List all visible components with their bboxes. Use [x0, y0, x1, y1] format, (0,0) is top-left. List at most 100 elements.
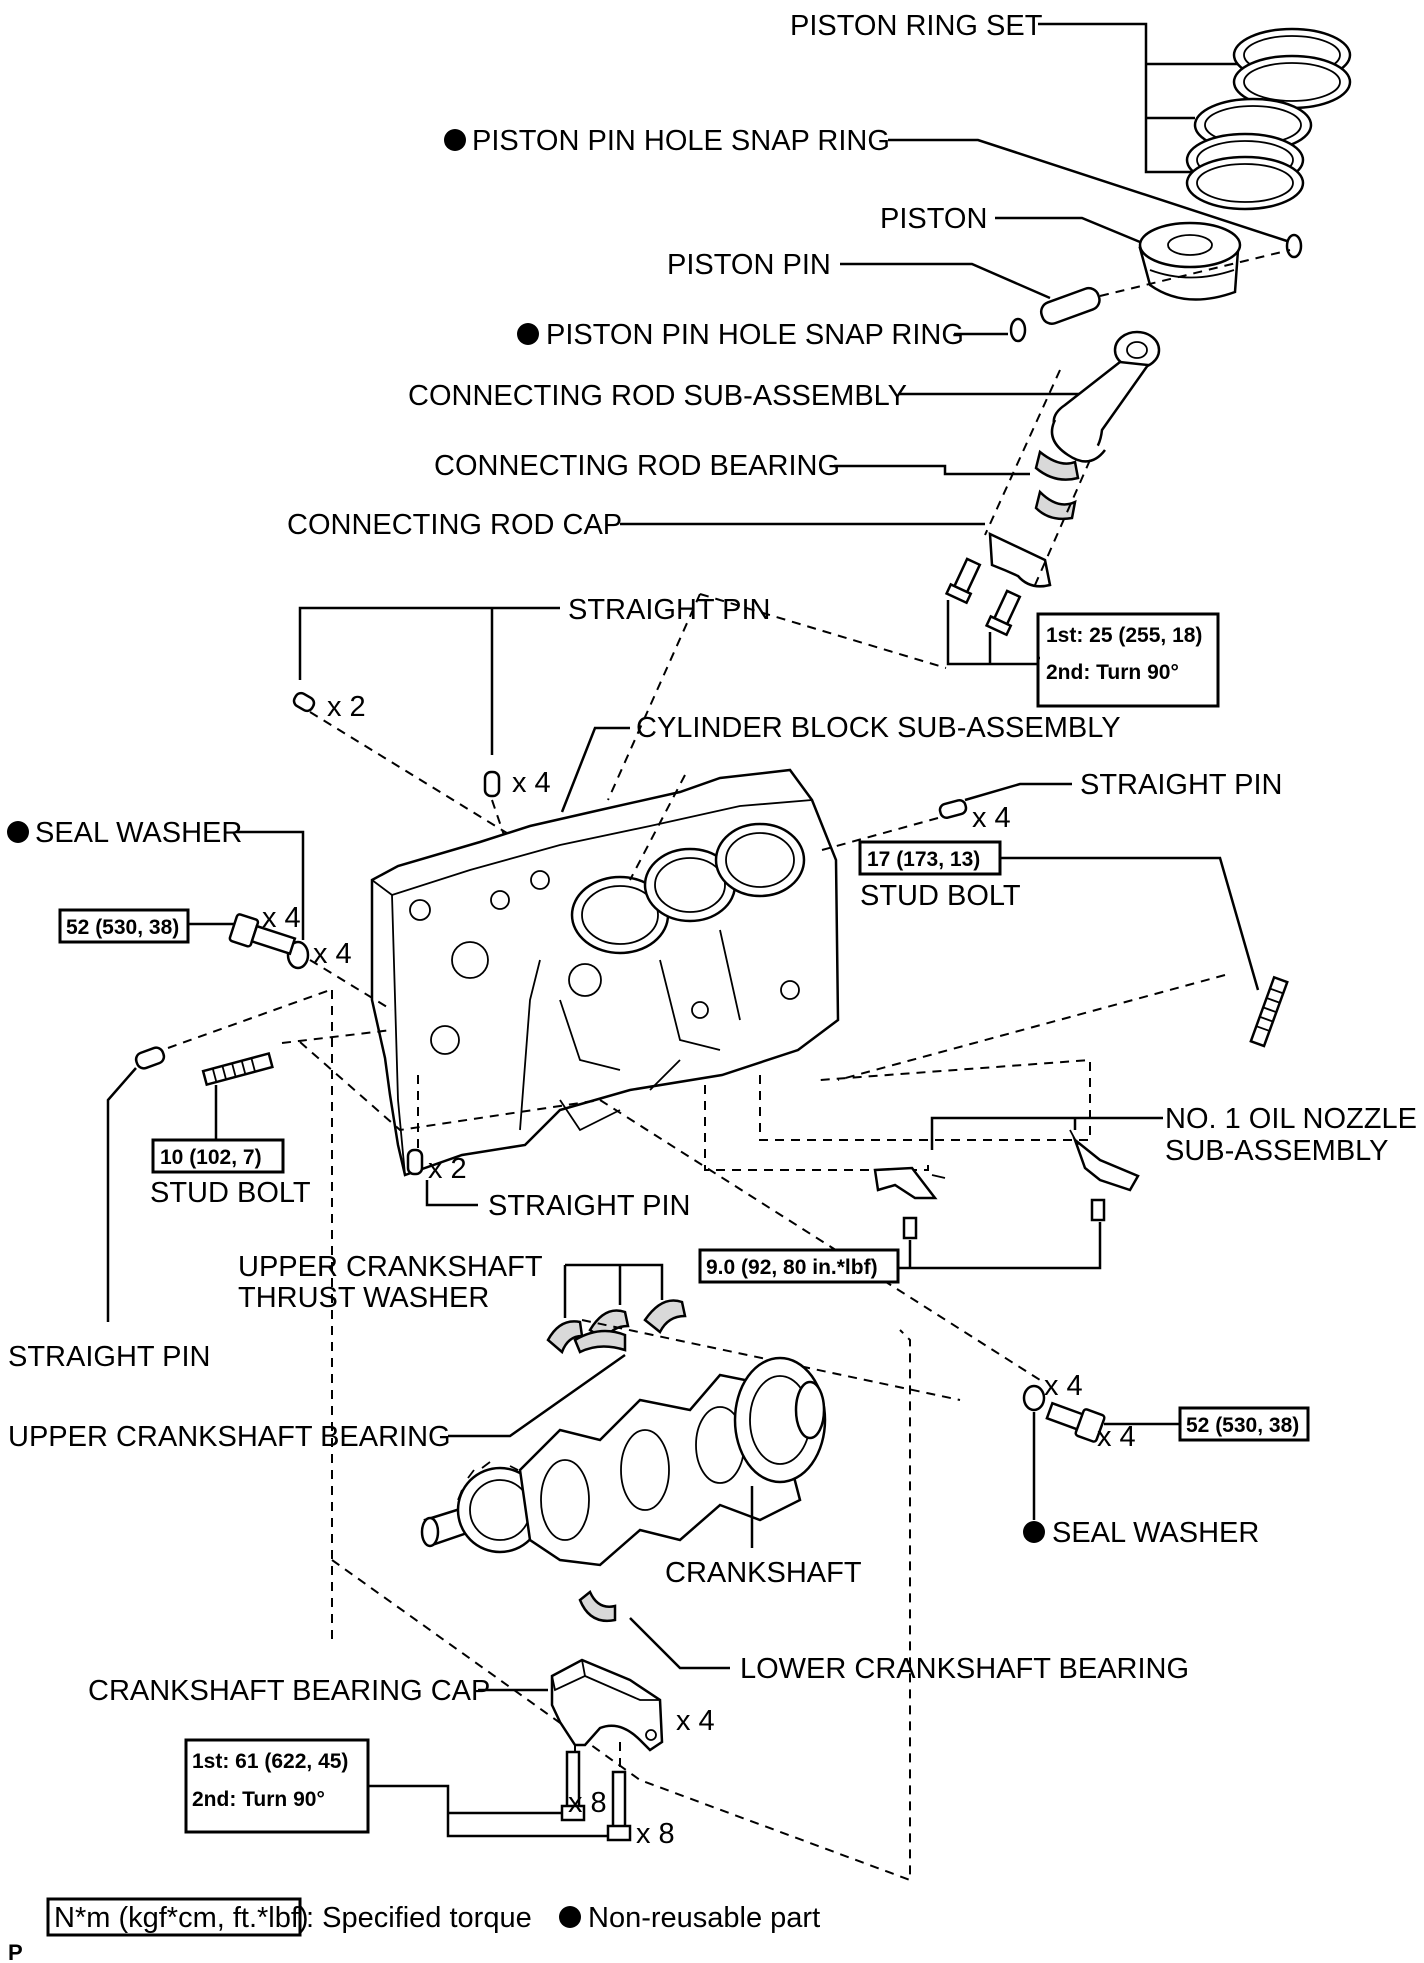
bearing-cap-part — [550, 1658, 664, 1752]
piston-pin-label: PISTON PIN — [667, 249, 831, 281]
non-reusable-dot-icon-2 — [517, 323, 539, 345]
snap-ring-top-callout: PISTON PIN HOLE SNAP RING — [444, 125, 1303, 259]
oil-nozzle-right-part — [1069, 1129, 1140, 1192]
con-rod-cap-callout: CONNECTING ROD CAP — [287, 369, 1091, 588]
qty-cap-bolt-a: x 8 — [568, 1787, 607, 1819]
legend-torque-desc: : Specified torque — [306, 1902, 532, 1934]
seal-washer-left-part — [286, 940, 310, 970]
crankshaft-label: CRANKSHAFT — [665, 1557, 862, 1589]
legend-nonreusable: Non-reusable part — [588, 1902, 820, 1934]
legend-torque-unit: N*m (kgf*cm, ft.*lbf) — [54, 1902, 309, 1934]
oil-nozzle-bolt-right — [1090, 1198, 1106, 1222]
non-reusable-dot-icon-4 — [1023, 1521, 1045, 1543]
piston-pin-callout: PISTON PIN — [667, 249, 1291, 325]
straight-pin-right-label: STRAIGHT PIN — [1080, 769, 1283, 801]
bearing-cap-bolt-b — [606, 1770, 632, 1842]
con-rod-bearing-label: CONNECTING ROD BEARING — [434, 450, 840, 482]
straight-pin-right-callout: STRAIGHT PIN x 4 — [821, 769, 1283, 851]
straight-pin-mid-callout: x 2 STRAIGHT PIN — [406, 1075, 691, 1222]
seal-washer-right-callout: x 4 SEAL WASHER — [1022, 1370, 1259, 1549]
seal-washer-right-label: SEAL WASHER — [1052, 1517, 1259, 1549]
torque-con-rod-1: 1st: 25 (255, 18) — [1046, 624, 1202, 647]
straight-pin-top-callout: STRAIGHT PIN x 2 x 4 — [292, 594, 771, 839]
piston-label: PISTON — [880, 203, 987, 235]
piston-callout: PISTON — [880, 203, 1242, 301]
qty-bolt-right: x 4 — [1097, 1421, 1136, 1453]
con-rod-bolts — [699, 557, 1040, 669]
qty-cap: x 4 — [676, 1705, 715, 1737]
snap-ring-bottom-part — [1009, 317, 1027, 343]
snap-ring-bottom-label: PISTON PIN HOLE SNAP RING — [546, 319, 964, 351]
lower-bearing-callout: LOWER CRANKSHAFT BEARING — [578, 1590, 1189, 1685]
straight-pin-left-callout: STRAIGHT PIN — [8, 989, 331, 1373]
thrust-washer-callout: UPPER CRANKSHAFT THRUST WASHER — [238, 1251, 687, 1355]
con-rod-cap-part — [988, 531, 1052, 588]
torque-bolt-left: 52 (530, 38) — [66, 916, 179, 939]
oil-nozzle-callout: NO. 1 OIL NOZZLE SUB-ASSEMBLY — [704, 1058, 1417, 1270]
straight-pin-mid-label: STRAIGHT PIN — [488, 1190, 691, 1222]
straight-pin-top-center-part — [483, 770, 501, 798]
torque-con-rod-2: 2nd: Turn 90° — [1046, 661, 1179, 684]
torque-stud-right: 17 (173, 13) — [867, 848, 980, 871]
straight-pin-mid-part — [406, 1148, 424, 1176]
straight-pin-top-label: STRAIGHT PIN — [568, 594, 771, 626]
oil-nozzle-bolt-left — [902, 1216, 918, 1240]
piston-ring-set-callout: PISTON RING SET — [790, 10, 1265, 174]
seal-washer-right-part — [1022, 1384, 1046, 1412]
con-rod-bearing-upper — [1034, 449, 1080, 481]
corner-mark: P — [8, 1940, 23, 1963]
cyl-block-label: CYLINDER BLOCK SUB-ASSEMBLY — [636, 712, 1121, 744]
crankshaft-callout: CRANKSHAFT — [665, 1486, 862, 1589]
bearing-cap-callout: CRANKSHAFT BEARING CAP x 4 x 8 x 8 — [88, 1658, 715, 1850]
torque-stud-left: 10 (102, 7) — [160, 1146, 262, 1169]
crankshaft-part — [420, 1356, 827, 1567]
cyl-block-callout: CYLINDER BLOCK SUB-ASSEMBLY — [560, 593, 1121, 813]
straight-pin-right-part — [938, 798, 968, 820]
torque-cap-2: 2nd: Turn 90° — [192, 1788, 325, 1811]
qty-pin-top-left: x 2 — [327, 691, 366, 723]
qty-washer-right: x 4 — [1044, 1370, 1083, 1402]
thrust-washer-label-1: UPPER CRANKSHAFT — [238, 1251, 543, 1283]
lower-bearing-label: LOWER CRANKSHAFT BEARING — [740, 1653, 1189, 1685]
stud-bolt-right-callout: 17 (173, 13) STUD BOLT — [837, 840, 1289, 1081]
piston-rings — [1185, 27, 1352, 211]
qty-pin-top-center: x 4 — [512, 767, 551, 799]
torque-box-oil-nozzle: 9.0 (92, 80 in.*lbf) — [698, 1248, 900, 1284]
lower-bearing-part — [578, 1590, 617, 1623]
qty-washer-left: x 4 — [313, 938, 352, 970]
seal-washer-left-callout: SEAL WASHER x 4 — [7, 817, 352, 970]
non-reusable-dot-icon-3 — [7, 821, 29, 843]
torque-bolt-right: 52 (530, 38) — [1186, 1414, 1299, 1437]
straight-pin-left-label: STRAIGHT PIN — [8, 1341, 211, 1373]
stud-bolt-left-callout: 10 (102, 7) STUD BOLT — [150, 1029, 393, 1209]
stud-bolt-right-part — [1249, 975, 1289, 1048]
legend-non-reusable-dot-icon — [559, 1906, 581, 1928]
qty-pin-mid: x 2 — [428, 1153, 467, 1185]
bearing-cap-label: CRANKSHAFT BEARING CAP — [88, 1675, 490, 1707]
cylinder-block-part — [370, 768, 840, 1177]
torque-cap-1: 1st: 61 (622, 45) — [192, 1750, 348, 1773]
oil-nozzle-label-2: SUB-ASSEMBLY — [1165, 1135, 1388, 1167]
qty-bolt-left: x 4 — [262, 902, 301, 934]
legend: N*m (kgf*cm, ft.*lbf) : Specified torque… — [46, 1897, 820, 1937]
non-reusable-dot-icon — [444, 129, 466, 151]
torque-box-bearing-cap: 1st: 61 (622, 45) 2nd: Turn 90° — [184, 1738, 370, 1834]
stud-bolt-left-label: STUD BOLT — [150, 1177, 311, 1209]
con-rod-bearing-callout: CONNECTING ROD BEARING — [434, 449, 1080, 521]
stud-bolt-right-label: STUD BOLT — [860, 880, 1021, 912]
bearing-cap-bolt-a — [560, 1750, 586, 1822]
upper-bearing-part — [573, 1329, 627, 1354]
piston-ring-set-label: PISTON RING SET — [790, 10, 1043, 42]
seal-washer-left-label: SEAL WASHER — [35, 817, 242, 849]
snap-ring-top-label: PISTON PIN HOLE SNAP RING — [472, 125, 890, 157]
snap-ring-top-part — [1285, 233, 1303, 259]
bolt-right-part — [1045, 1401, 1106, 1443]
torque-oil-nozzle: 9.0 (92, 80 in.*lbf) — [706, 1256, 878, 1279]
bolt-right-callout: x 4 52 (530, 38) — [1045, 1401, 1310, 1453]
con-rod-bearing-lower — [1034, 489, 1077, 521]
oil-nozzle-left-part — [873, 1166, 946, 1200]
con-rod-part — [1050, 330, 1161, 463]
qty-pin-right: x 4 — [972, 802, 1011, 834]
thrust-washer-label-2: THRUST WASHER — [238, 1282, 489, 1314]
